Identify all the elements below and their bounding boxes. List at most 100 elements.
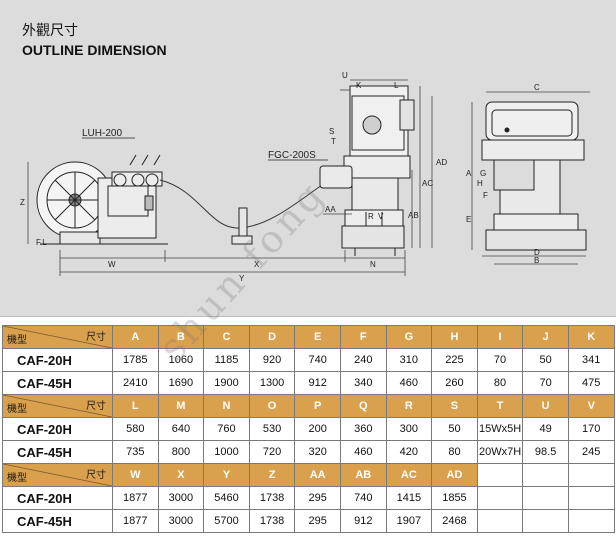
table-cell: 1060 (157, 348, 205, 372)
dim-label-b: B (534, 256, 539, 265)
model-name-cell: CAF-45H (2, 371, 113, 395)
table-cell: 1738 (248, 509, 296, 533)
table-cell: 200 (294, 417, 341, 441)
table-cell (476, 486, 524, 510)
dim-label-c: C (534, 83, 540, 92)
dim-label-s: S (329, 127, 334, 136)
table-cell: 1690 (157, 371, 205, 395)
table-corner-cell: 機型尺寸 (2, 463, 113, 487)
table-cell: 245 (567, 440, 615, 464)
table-cell: 2410 (112, 371, 159, 395)
table-cell: 1415 (385, 486, 433, 510)
press-machine-side-view (319, 85, 415, 256)
feeder-model-label: FGC-200S (268, 150, 316, 161)
corner-size-label: 尺寸 (86, 470, 106, 481)
table-corner-cell: 機型 尺寸 (2, 325, 113, 349)
dim-label-e: E (466, 215, 471, 224)
table-cell: 460 (385, 371, 433, 395)
model-name-cell: CAF-20H (2, 417, 113, 441)
dim-label-g: G (480, 169, 486, 178)
dim-label-u: U (342, 71, 348, 80)
table-cell: 460 (339, 440, 387, 464)
page-title-chinese: 外觀尺寸 (22, 23, 78, 39)
press-machine-front-view (481, 101, 587, 251)
column-header: W (112, 463, 159, 487)
dim-label-d: D (534, 248, 540, 257)
table-cell: 1877 (112, 509, 159, 533)
table-cell: 740 (339, 486, 387, 510)
column-header: P (294, 394, 341, 418)
corner-model-label: 機型 (7, 335, 27, 346)
corner-size-label: 尺寸 (86, 401, 106, 412)
column-header: X (157, 463, 205, 487)
dim-label-ab: AB (408, 211, 419, 220)
table-cell: 740 (294, 348, 341, 372)
dim-label-fl: F.L (36, 238, 47, 247)
table-cell: 295 (294, 509, 341, 533)
column-header (476, 463, 524, 487)
outline-dimension-drawing: LUH-200 FGC-200S Z F.L W X Y C U K L S T… (20, 71, 590, 283)
table-cell: 1907 (385, 509, 433, 533)
dim-label-v: V (378, 212, 384, 221)
dim-label-h: H (477, 179, 483, 188)
dim-label-f: F (483, 191, 488, 200)
table-cell (567, 486, 615, 510)
column-header: G (385, 325, 433, 349)
dim-label-l: L (394, 81, 399, 90)
table-cell: 1738 (248, 486, 296, 510)
dim-label-ad: AD (436, 158, 447, 167)
corner-size-label: 尺寸 (86, 332, 106, 343)
dim-label-x: X (254, 260, 260, 269)
table-cell: 80 (431, 440, 478, 464)
column-header: S (431, 394, 478, 418)
dim-label-y: Y (239, 274, 245, 283)
column-header: AC (385, 463, 433, 487)
corner-model-label: 機型 (7, 404, 27, 415)
table-cell: 735 (112, 440, 159, 464)
table-cell: 310 (385, 348, 433, 372)
table-cell: 3000 (157, 486, 205, 510)
table-cell (567, 509, 615, 533)
column-header: M (157, 394, 205, 418)
column-header: U (522, 394, 569, 418)
column-header (522, 463, 569, 487)
column-header: N (203, 394, 250, 418)
table-cell: 360 (339, 417, 387, 441)
table-cell: 1785 (112, 348, 159, 372)
model-name-cell: CAF-20H (2, 486, 113, 510)
table-cell: 70 (476, 348, 524, 372)
column-header: B (157, 325, 205, 349)
table-cell: 475 (567, 371, 615, 395)
uncoiler-machine (36, 154, 168, 245)
table-cell: 1185 (203, 348, 250, 372)
page-title-english: OUTLINE DIMENSION (22, 42, 167, 58)
table-cell: 49 (522, 417, 569, 441)
table-cell: 240 (339, 348, 387, 372)
column-header: L (112, 394, 159, 418)
column-header: R (385, 394, 433, 418)
dim-label-z: Z (20, 198, 25, 207)
table-cell: 260 (431, 371, 478, 395)
table-cell: 912 (294, 371, 341, 395)
table-cell: 720 (248, 440, 296, 464)
table-cell: 2468 (431, 509, 478, 533)
table-cell: 5700 (203, 509, 250, 533)
table-cell: 50 (431, 417, 478, 441)
model-name-cell: CAF-45H (2, 440, 113, 464)
table-cell: 1000 (203, 440, 250, 464)
dim-label-r: R (368, 212, 374, 221)
column-header: AB (339, 463, 387, 487)
table-cell: 1900 (203, 371, 250, 395)
table-cell: 20Wx7H (476, 440, 524, 464)
uncoiler-model-label: LUH-200 (82, 128, 122, 139)
column-header: F (339, 325, 387, 349)
table-cell: 15Wx5H (476, 417, 524, 441)
column-header: E (294, 325, 341, 349)
dim-label-t: T (331, 137, 336, 146)
table-cell: 5460 (203, 486, 250, 510)
